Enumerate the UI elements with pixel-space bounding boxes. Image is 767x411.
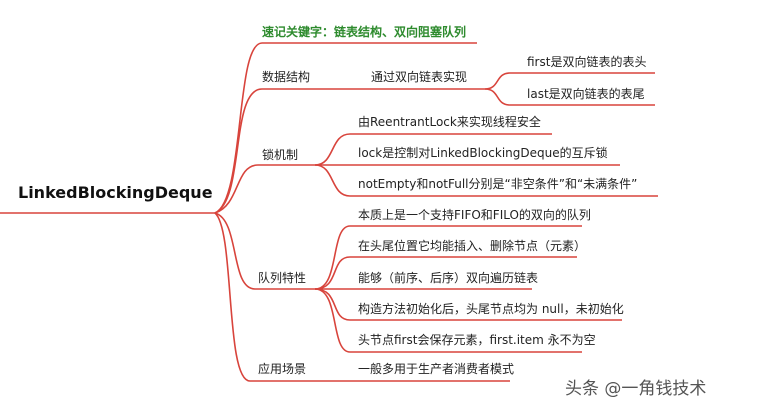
- edge-lock: [214, 164, 315, 214]
- branch-usage: 应用场景: [258, 362, 307, 376]
- queue-item: 能够（前序、后序）双向遍历链表: [358, 271, 539, 285]
- queue-item: 头节点first会保存元素，first.item 永不为空: [358, 333, 596, 347]
- branch-lock: 锁机制: [262, 148, 299, 162]
- queue-item: 构造方法初始化后，头尾节点均为 null，未初始化: [358, 302, 624, 316]
- lock-item: 由ReentrantLock来实现线程安全: [358, 115, 541, 129]
- edge-queue-2: [314, 256, 577, 290]
- branch-data-structure: 数据结构: [262, 70, 311, 84]
- edge-lock-1: [314, 133, 552, 166]
- edge-queue: [214, 212, 315, 290]
- root-node: LinkedBlockingDeque: [18, 183, 213, 202]
- edge-first: [484, 72, 655, 90]
- edge-usage: [214, 212, 510, 382]
- edge-queue-4: [314, 288, 622, 321]
- queue-item: 在头尾位置它均能插入、删除节点（元素）: [358, 239, 587, 253]
- edge-last: [484, 88, 655, 106]
- edge-queue-1: [314, 225, 582, 290]
- keyword-node: 速记关键字：链表结构、双向阻塞队列: [262, 25, 467, 39]
- lock-item: notEmpty和notFull分别是“非空条件”和“未满条件”: [358, 177, 638, 191]
- node-doubly-linked-list: 通过双向链表实现: [371, 70, 468, 84]
- node-last: last是双向链表的表尾: [527, 87, 645, 101]
- lock-item: lock是控制对LinkedBlockingDeque的互斥锁: [358, 146, 608, 160]
- edge-data-structure: [214, 88, 485, 214]
- branch-queue: 队列特性: [258, 271, 307, 285]
- queue-item: 本质上是一个支持FIFO和FILO的双向的队列: [358, 208, 591, 222]
- watermark: 头条 @一角钱技术: [565, 379, 707, 399]
- usage-item: 一般多用于生产者消费者模式: [358, 362, 515, 376]
- edge-lock-3: [314, 164, 658, 197]
- edge-queue-5: [314, 288, 582, 353]
- node-first: first是双向链表的表头: [527, 55, 647, 69]
